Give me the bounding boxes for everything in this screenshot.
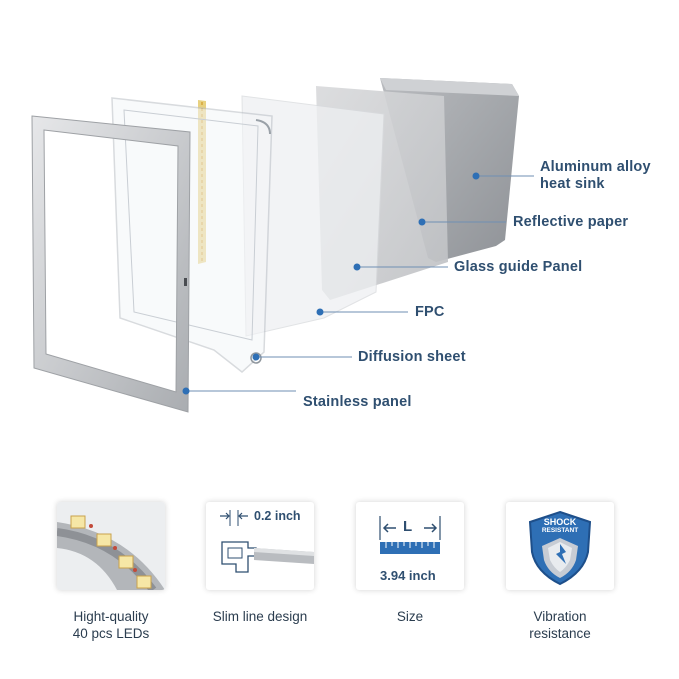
feature-slim: 0.2 inch Slim line design (206, 502, 314, 624)
heat-sink-label-line1: Aluminum alloy (540, 159, 651, 175)
fpc-label: FPC (415, 304, 445, 320)
diffusion-label: Diffusion sheet (358, 349, 466, 365)
vibration-card: SHOCK RESISTANT (506, 502, 614, 590)
feature-leds: Hight-quality 40 pcs LEDs (57, 502, 165, 641)
stainless-label: Stainless panel (303, 394, 412, 410)
stainless-dot (182, 387, 190, 395)
vibration-caption: Vibration resistance (476, 608, 644, 642)
stainless-frame (31, 115, 191, 413)
slim-profile-icon (220, 510, 314, 573)
led-caption-line2: 40 pcs LEDs (72, 626, 150, 641)
diffusion-dot (252, 353, 260, 361)
diffusion-sheet (111, 97, 273, 373)
heat-sink-label: Aluminum alloy heat sink (540, 159, 651, 193)
slim-card: 0.2 inch (206, 502, 314, 590)
reflective-dot (418, 218, 426, 226)
heat-sink-dot (472, 172, 480, 180)
led-caption-line1: Hight-quality (73, 609, 149, 624)
led-strip-icon (57, 502, 165, 590)
callout-dots (182, 172, 480, 395)
vibration-caption-line2: resistance (529, 626, 591, 641)
glass-dot (353, 263, 361, 271)
size-card: L 3.94 inch (356, 502, 464, 590)
feature-size: L 3.94 inch Size (356, 502, 464, 624)
shield-icon (528, 510, 592, 586)
callout-lines (186, 175, 534, 392)
slim-caption: Slim line design (212, 609, 308, 624)
slim-dimension: 0.2 inch (254, 509, 301, 523)
glass-label: Glass guide Panel (454, 259, 583, 275)
size-letter: L (403, 518, 413, 535)
ruler-icon (379, 516, 441, 554)
led-card (57, 502, 165, 590)
badge-line2: RESISTANT (541, 527, 579, 534)
led-caption: Hight-quality 40 pcs LEDs (27, 608, 195, 642)
heat-sink-label-line2: heat sink (540, 176, 605, 192)
vibration-caption-line1: Vibration (533, 609, 587, 624)
badge-line1: SHOCK (543, 517, 577, 527)
reflective-label: Reflective paper (513, 214, 629, 230)
feature-vibration: SHOCK RESISTANT Vibration resistance (506, 502, 614, 641)
size-caption: Size (396, 609, 424, 624)
size-dimension: 3.94 inch (380, 568, 436, 583)
fpc-dot (316, 308, 324, 316)
